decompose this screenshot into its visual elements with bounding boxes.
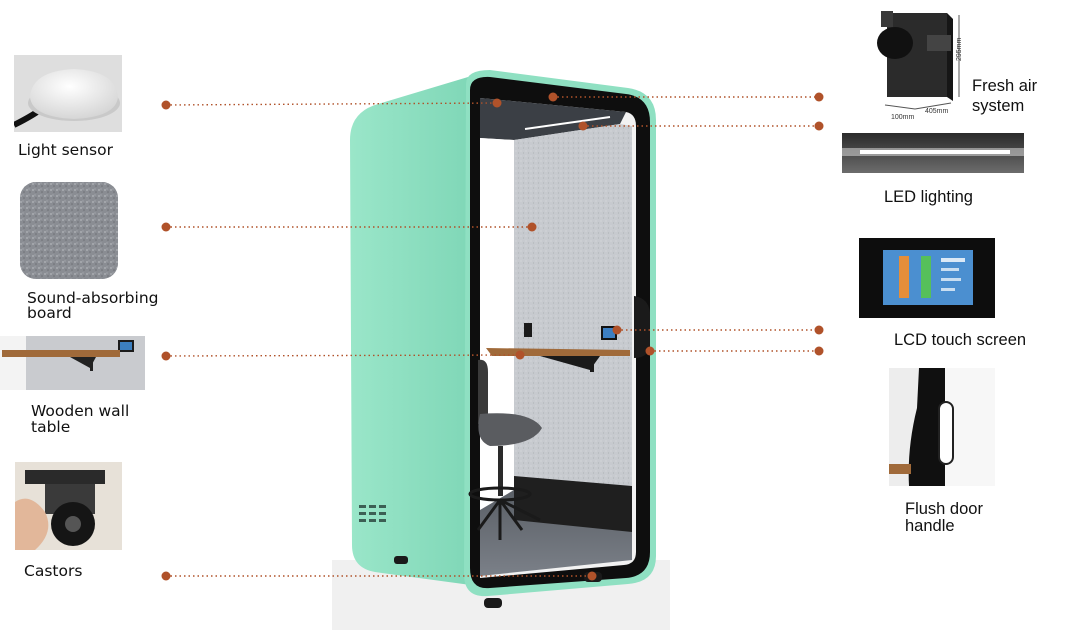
- fresh-air-fan-photo: 295mm 100mm 405mm: [865, 5, 970, 123]
- handle-label-line1: Flush door: [905, 500, 983, 518]
- booth-ceiling: [480, 98, 626, 140]
- led-label: LED lighting: [884, 188, 973, 206]
- light-sensor-photo: [14, 55, 122, 132]
- fan-height-dim: 295mm: [956, 37, 963, 61]
- leader-dots: [161, 92, 824, 581]
- booth-back-wall: [514, 124, 632, 500]
- wall-table-photo: [0, 336, 145, 390]
- light-sensor-label: Light sensor: [18, 141, 113, 159]
- sound-board-label-line1: Sound-absorbing: [27, 289, 159, 307]
- castor-photo: [15, 462, 122, 550]
- booth-castor-1: [394, 556, 408, 564]
- felt-board-photo: [20, 182, 118, 279]
- handle-label-line2: handle: [905, 517, 955, 535]
- booth-chair: [468, 359, 542, 540]
- booth-led-strip: [524, 116, 611, 130]
- castors-label: Castors: [24, 562, 83, 580]
- fan-depth-dim: 100mm: [891, 114, 915, 121]
- booth-castor-2: [484, 598, 502, 608]
- fan-width-dim: 405mm: [925, 108, 949, 115]
- lcd-label: LCD touch screen: [894, 331, 1027, 349]
- lcd-screen-photo: [859, 238, 995, 318]
- side-vent: [359, 505, 386, 522]
- booth-glass-wall: [480, 138, 514, 510]
- led-strip-photo: [842, 133, 1024, 173]
- leader-lines: [165, 96, 819, 577]
- table-label-line2: table: [31, 418, 71, 436]
- fresh-air-label-line2: system: [972, 97, 1025, 115]
- fresh-air-label-line1: Fresh air: [972, 77, 1038, 95]
- table-label-line1: Wooden wall: [31, 402, 130, 420]
- sound-board-label-line2: board: [27, 304, 72, 322]
- booth-side-panel: [350, 74, 478, 586]
- door-handle-photo: [889, 368, 995, 486]
